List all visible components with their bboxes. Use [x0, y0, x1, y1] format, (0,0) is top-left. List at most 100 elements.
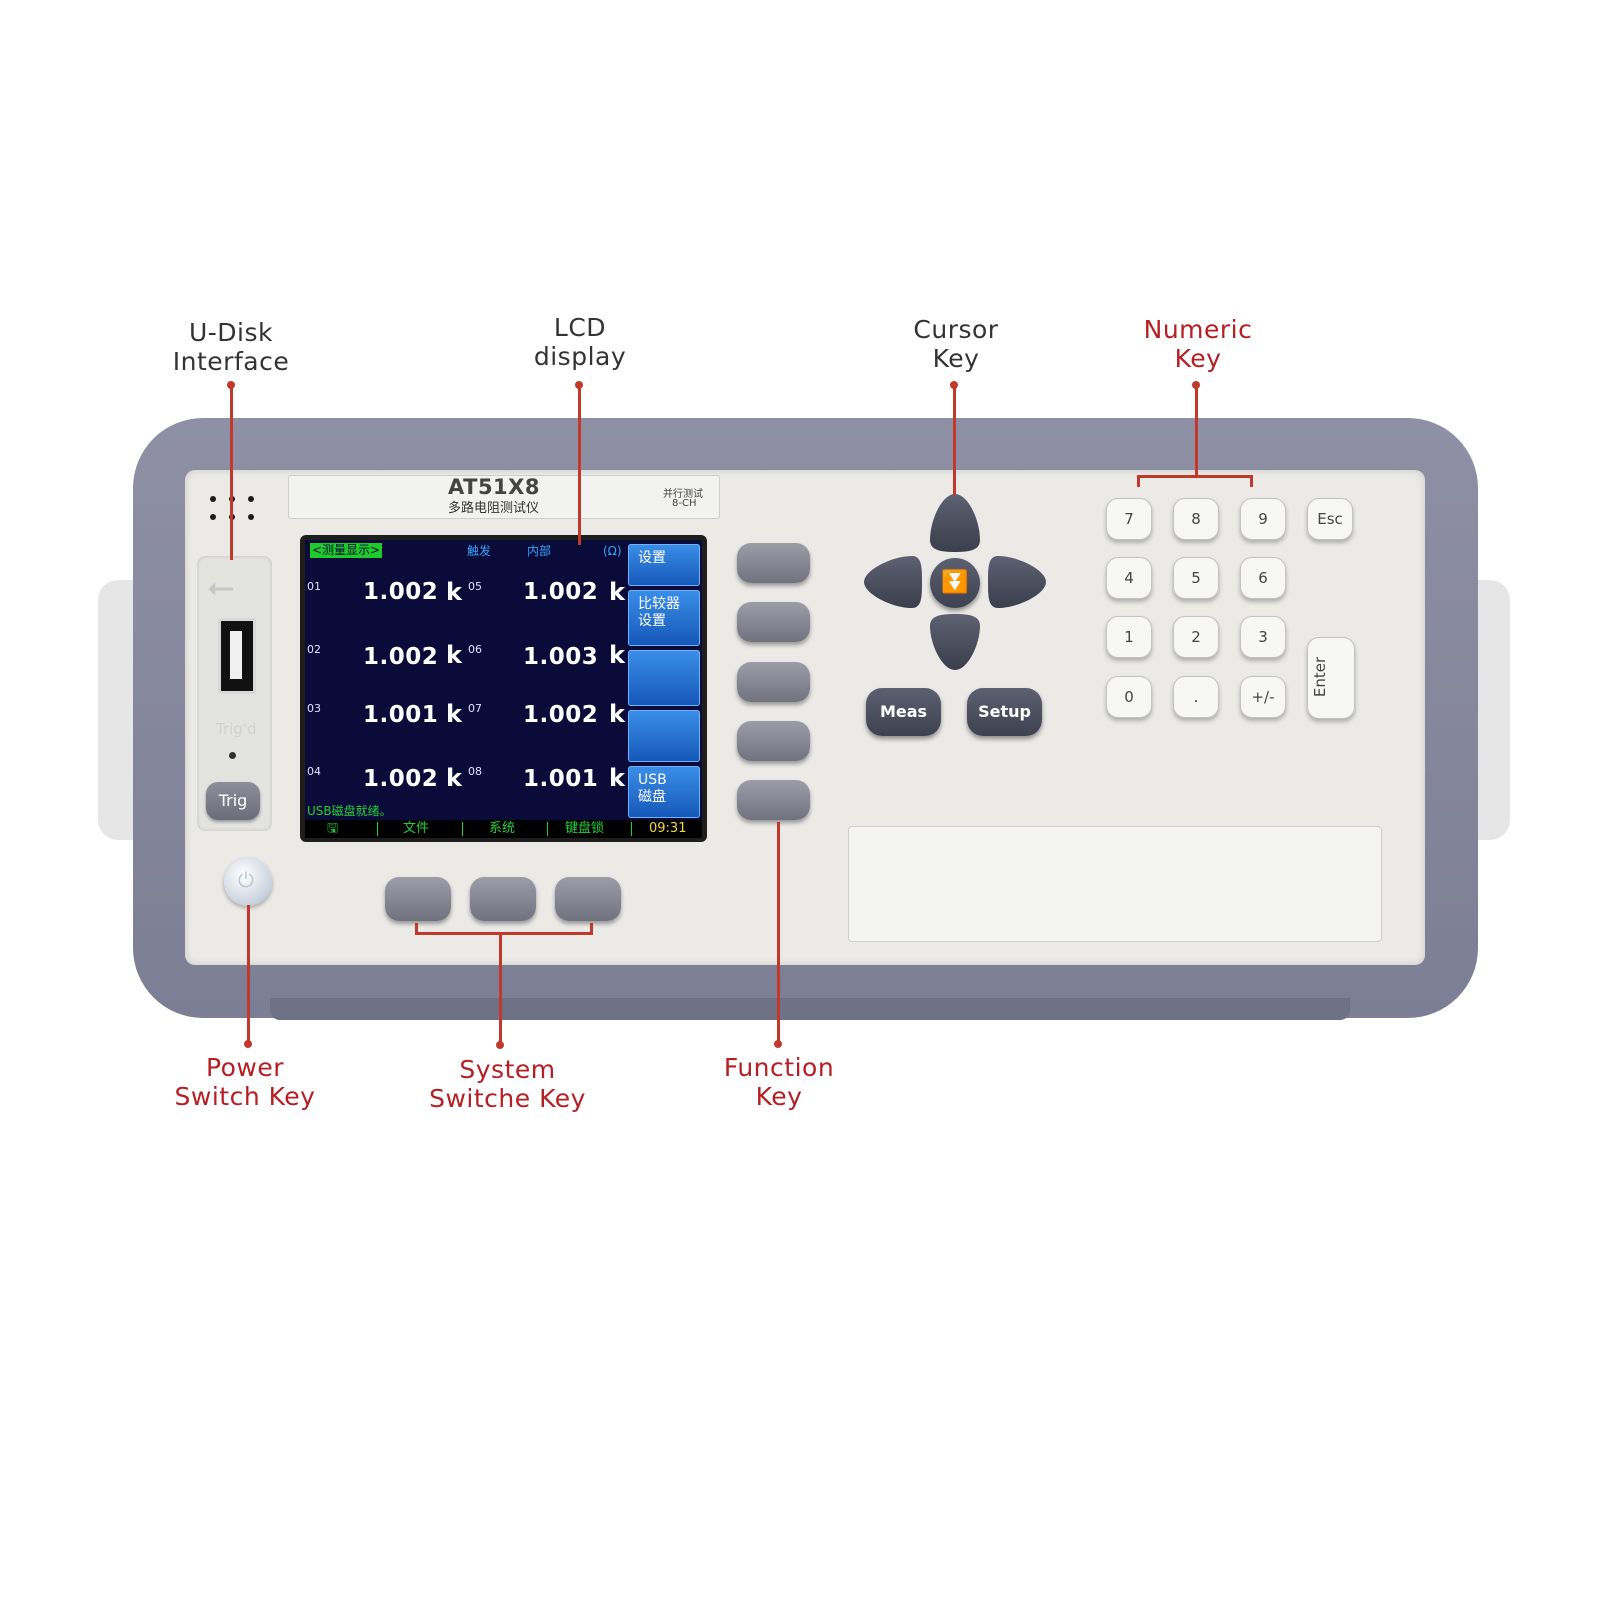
numeric-key-3[interactable]: 3	[1240, 616, 1286, 658]
leader-line-cursor	[953, 385, 956, 495]
decimal-point-key[interactable]: .	[1173, 676, 1219, 718]
function-key-4[interactable]	[737, 721, 810, 761]
channel-unit: k	[446, 764, 462, 792]
channel-unit: k	[609, 700, 625, 728]
callout-system-switch-key: System Switche Key	[425, 1055, 590, 1113]
leader-dot	[227, 381, 235, 389]
system-key-1[interactable]	[385, 877, 451, 921]
callout-line: System	[459, 1055, 556, 1084]
channel-number: 02	[307, 643, 321, 656]
channel-unit: k	[609, 764, 625, 792]
brand-feature-line: 并行测试	[663, 489, 703, 500]
channel-number: 08	[468, 765, 482, 778]
disk-icon[interactable]: 🖫	[327, 821, 339, 836]
channel-number: 05	[468, 580, 482, 593]
leader-line-lcd	[578, 385, 581, 545]
cursor-up-key[interactable]	[930, 494, 980, 552]
lcd-unit-label: (Ω)	[603, 544, 622, 558]
leader-bracket-numeric	[1250, 475, 1253, 487]
numeric-key-6[interactable]: 6	[1240, 557, 1286, 599]
trig-button[interactable]: Trig	[206, 782, 260, 820]
leader-line-udisk	[230, 385, 233, 560]
meas-button[interactable]: Meas	[866, 688, 941, 736]
lcd-page-tab: <测量显示>	[310, 543, 383, 558]
channel-unit: k	[609, 641, 625, 669]
cursor-left-key[interactable]	[864, 556, 922, 608]
channel-value: 1.002	[523, 579, 599, 605]
numeric-key-9[interactable]: 9	[1240, 498, 1286, 540]
callout-line: Numeric	[1143, 315, 1253, 344]
lcd-screen: <测量显示> 触发 内部 (Ω) 01 1.002 k 05 1.002 k 0…	[305, 540, 702, 838]
numeric-key-4[interactable]: 4	[1106, 557, 1152, 599]
callout-line: Key	[932, 344, 980, 373]
lcd-reading-row: 04 1.002 k 08 1.001 k	[305, 763, 625, 813]
leader-dot	[950, 381, 958, 389]
numeric-key-0[interactable]: 0	[1106, 676, 1152, 718]
numeric-key-7[interactable]: 7	[1106, 498, 1152, 540]
leader-line-power	[247, 905, 250, 1043]
lcd-softkey-settings[interactable]: 设置	[628, 544, 700, 586]
channel-number: 01	[307, 580, 321, 593]
system-key-3[interactable]	[555, 877, 621, 921]
leader-dot	[496, 1041, 504, 1049]
channel-number: 06	[468, 643, 482, 656]
function-key-2[interactable]	[737, 602, 810, 642]
lcd-reading-row: 03 1.001 k 07 1.002 k	[305, 700, 625, 752]
callout-line: Cursor	[913, 315, 999, 344]
callout-numeric-key: Numeric Key	[1138, 315, 1258, 373]
channel-value: 1.001	[363, 702, 439, 728]
numeric-key-1[interactable]: 1	[1106, 616, 1152, 658]
function-key-5[interactable]	[737, 780, 810, 820]
channel-unit: k	[446, 700, 462, 728]
lcd-header: <测量显示> 触发 内部 (Ω)	[305, 540, 625, 562]
lcd-softkey-usb-disk[interactable]: USB 磁盘	[628, 766, 700, 818]
function-key-1[interactable]	[737, 543, 810, 583]
callout-line: Switche Key	[429, 1084, 586, 1113]
cursor-down-key[interactable]	[930, 614, 980, 670]
callout-cursor-key: Cursor Key	[904, 315, 1008, 373]
lcd-softkey-blank[interactable]	[628, 650, 700, 706]
channel-value: 1.002	[363, 579, 439, 605]
leader-bracket-system	[415, 932, 593, 935]
leader-dot	[774, 1040, 782, 1048]
numeric-key-5[interactable]: 5	[1173, 557, 1219, 599]
numeric-key-8[interactable]: 8	[1173, 498, 1219, 540]
enter-key-label: Enter	[1311, 656, 1330, 698]
leader-bracket-numeric	[1137, 475, 1253, 478]
leader-bracket-numeric	[1137, 475, 1140, 487]
lcd-menu-file[interactable]: 文件	[403, 821, 430, 836]
callout-power-switch-key: Power Switch Key	[170, 1053, 320, 1111]
leader-bracket-system	[590, 923, 593, 935]
callout-line: Switch Key	[174, 1082, 316, 1111]
leader-line-function	[777, 822, 780, 1042]
esc-key[interactable]: Esc	[1307, 498, 1353, 540]
plus-minus-key[interactable]: +/-	[1240, 676, 1286, 718]
channel-value: 1.002	[523, 702, 599, 728]
lcd-reading-row: 01 1.002 k 05 1.002 k	[305, 578, 625, 628]
lcd-softkey-comparator[interactable]: 比较器 设置	[628, 590, 700, 646]
callout-udisk-interface: U-Disk Interface	[170, 318, 292, 376]
lcd-status-message: USB磁盘就绪。	[307, 804, 392, 818]
lcd-menu-keylock[interactable]: 键盘锁	[565, 821, 605, 836]
channel-value: 1.002	[363, 644, 439, 670]
lcd-softkey-blank[interactable]	[628, 710, 700, 762]
channel-unit: k	[446, 641, 462, 669]
cursor-pad	[864, 494, 1046, 670]
cursor-right-key[interactable]	[988, 556, 1046, 608]
usb-port[interactable]	[218, 618, 256, 694]
system-key-2[interactable]	[470, 877, 536, 921]
callout-line: display	[533, 342, 627, 371]
enter-key[interactable]: Enter	[1307, 637, 1355, 719]
trig-led	[229, 752, 236, 759]
function-key-3[interactable]	[737, 662, 810, 702]
channel-number: 03	[307, 702, 321, 715]
leader-line-numeric	[1195, 385, 1198, 477]
cursor-center-key[interactable]: ⏬	[930, 558, 980, 608]
setup-button[interactable]: Setup	[967, 688, 1042, 736]
numeric-key-2[interactable]: 2	[1173, 616, 1219, 658]
lcd-clock: 09:31	[649, 821, 687, 836]
power-button[interactable]	[224, 858, 272, 906]
lcd-menu-system[interactable]: 系统	[489, 821, 516, 836]
usb-icon: ⭠	[207, 567, 235, 607]
callout-line: Power	[205, 1053, 285, 1082]
